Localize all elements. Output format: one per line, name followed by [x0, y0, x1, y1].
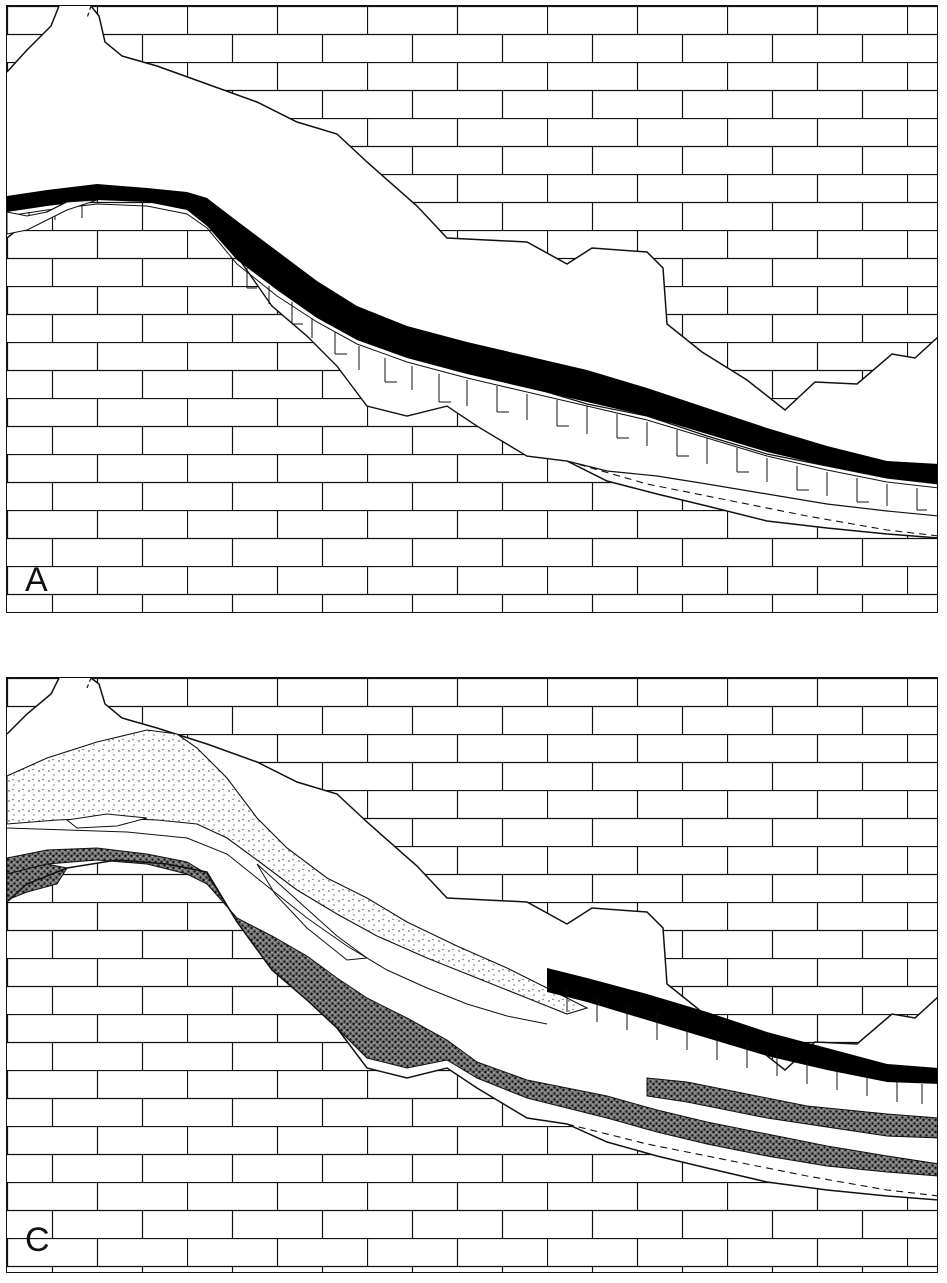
flowstone-band [7, 184, 937, 484]
shaft-dashed-edge [86, 678, 92, 689]
breakdown-block [646, 1077, 937, 1139]
panel-label-c: C [25, 1221, 50, 1259]
shaft-dashed-edge [86, 6, 92, 19]
sediment-band-left-lobe [7, 863, 68, 901]
cave-ceiling-outline [90, 6, 937, 411]
stalactite-fringe [566, 990, 923, 1104]
sediment-layer-line [7, 827, 548, 1025]
sediment-lens-2 [256, 863, 369, 961]
cave-cross-section-a [7, 6, 937, 612]
sediment-lens-1 [65, 813, 148, 829]
cave-floor-outline [7, 859, 937, 1201]
floor-dashed-contact [566, 460, 937, 537]
shaft-left-wall [7, 6, 60, 73]
flowstone-band [547, 968, 937, 1084]
left-rim-deposit [7, 199, 98, 235]
flowstone-lower-line [7, 203, 937, 489]
panel-c: C [6, 677, 938, 1273]
floor-dashed-contact [566, 1123, 937, 1197]
shaft-left-wall [7, 678, 60, 735]
sediment-fill-upper [7, 729, 589, 1015]
panel-a: A [6, 5, 938, 613]
cave-cross-section-c [7, 678, 937, 1272]
panel-label-a: A [25, 561, 48, 599]
